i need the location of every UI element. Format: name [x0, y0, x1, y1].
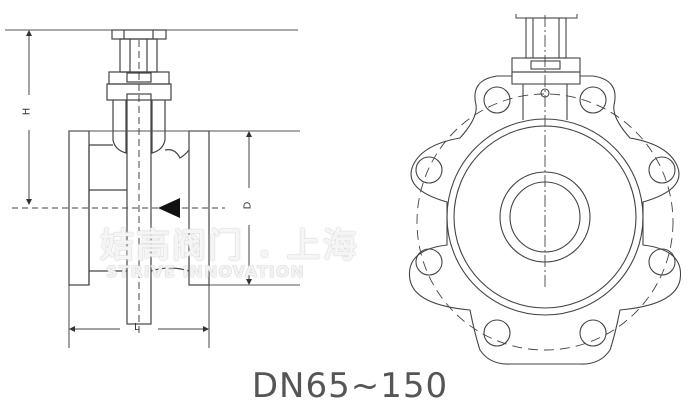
- bolt-hole: [415, 248, 443, 276]
- bolt-hole: [415, 156, 443, 184]
- front-view: [408, 14, 682, 365]
- size-range-caption: DN65~150: [251, 366, 449, 406]
- watermark-chinese: 姞高阀门 . 上海: [100, 226, 359, 266]
- bolt-hole: [648, 248, 676, 276]
- bolt-hole: [648, 156, 676, 184]
- dimension-label-h: H: [21, 107, 33, 116]
- bolt-hole: [579, 86, 607, 114]
- bolt-hole: [483, 319, 511, 347]
- flow-direction-arrow-icon: [158, 198, 180, 218]
- bolt-hole: [483, 86, 511, 114]
- watermark-english: STRIVE INNOVATION: [106, 262, 305, 281]
- dimension-label-l: L: [134, 322, 140, 333]
- side-view: [5, 29, 300, 348]
- dimension-label-d: D: [242, 201, 254, 210]
- bolt-hole: [579, 319, 607, 347]
